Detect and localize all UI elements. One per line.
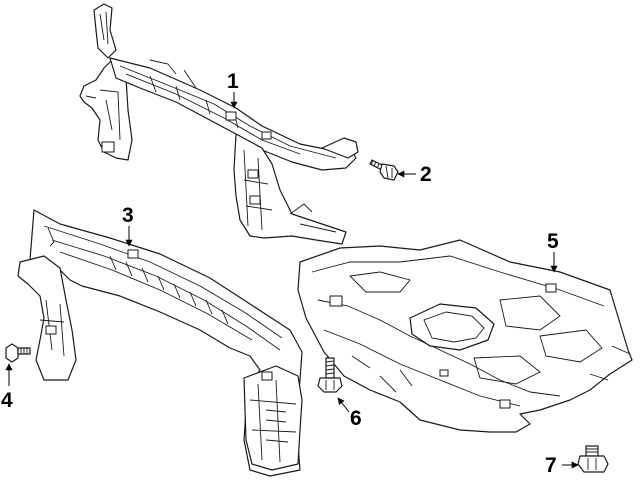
callout-number-4: 4 xyxy=(1,389,13,412)
callout-5: 5 xyxy=(547,230,559,273)
front-member-part xyxy=(17,209,303,477)
callout-number-2: 2 xyxy=(420,163,432,186)
callout-1: 1 xyxy=(227,70,239,109)
callout-number-6: 6 xyxy=(350,407,362,430)
bolt-part-6 xyxy=(317,357,343,393)
callout-6: 6 xyxy=(337,397,362,430)
bolt-part-4 xyxy=(5,343,31,363)
callout-4: 4 xyxy=(1,363,13,412)
callout-2: 2 xyxy=(397,163,432,186)
radiator-support-part xyxy=(79,3,359,245)
bolt-part-2 xyxy=(369,159,399,181)
callout-7: 7 xyxy=(545,454,579,477)
splash-shield-part xyxy=(297,239,633,433)
callout-number-1: 1 xyxy=(227,70,239,93)
bolt-part-7 xyxy=(577,445,609,473)
callout-number-7: 7 xyxy=(545,454,557,477)
callout-number-5: 5 xyxy=(547,230,559,253)
callout-number-3: 3 xyxy=(122,204,134,227)
callout-3: 3 xyxy=(122,204,134,247)
